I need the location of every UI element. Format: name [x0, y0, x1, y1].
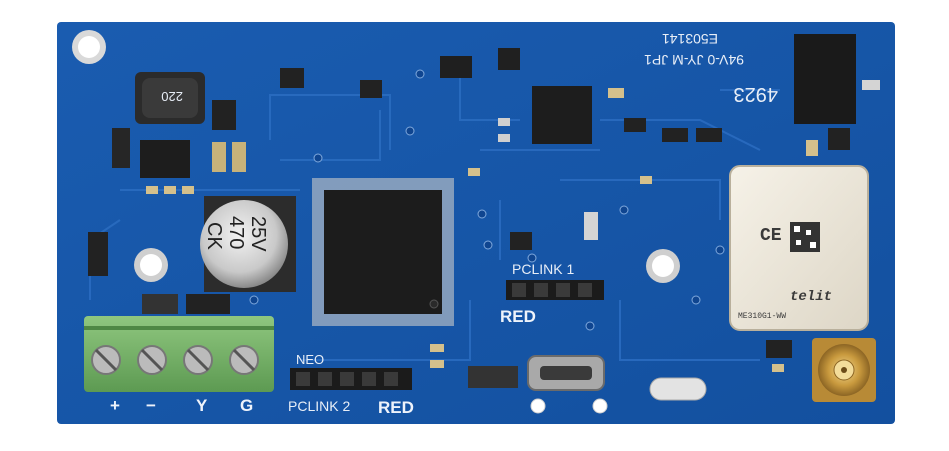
terminal-label-y: Y	[196, 396, 208, 415]
smd-components-bottom	[142, 294, 792, 372]
micro-usb-port[interactable]	[527, 355, 608, 414]
inductor: 220	[135, 72, 205, 124]
red-label-left: RED	[378, 398, 414, 417]
terminal-label-plus: +	[110, 396, 120, 415]
terminal-label-g: G	[240, 396, 253, 415]
svg-text:CK: CK	[203, 222, 225, 250]
smd-components-center	[280, 48, 880, 250]
pclink2-label: PCLINK 2	[288, 398, 350, 414]
board-code: 4923	[734, 83, 779, 105]
svg-text:telit: telit	[790, 289, 832, 305]
terminal-label-minus: −	[146, 396, 156, 415]
neo-label: NEO	[296, 352, 324, 367]
microcontroller-chip	[312, 178, 454, 326]
svg-text:220: 220	[161, 89, 183, 104]
antenna-connector	[812, 338, 876, 402]
pclink1-header[interactable]	[506, 280, 604, 300]
red-label-right: RED	[500, 307, 536, 326]
svg-text:25V: 25V	[247, 216, 269, 252]
flash-chip	[794, 34, 856, 124]
slot-pad	[649, 377, 707, 401]
fuse	[468, 366, 518, 388]
terminal-block[interactable]	[84, 316, 274, 392]
svg-text:E503141: E503141	[662, 31, 718, 47]
smd-components-left	[88, 100, 246, 276]
pclink2-header[interactable]	[290, 368, 412, 390]
certification-marking: 94V-0 JY-M JP1 E503141	[644, 31, 744, 68]
modem-module: CE telit ME310G1-WW	[729, 165, 869, 331]
electrolytic-capacitor: 25V 470 CK	[200, 196, 296, 292]
svg-text:ME310G1-WW: ME310G1-WW	[738, 312, 786, 321]
pclink1-label: PCLINK 1	[512, 261, 574, 277]
svg-text:CE: CE	[760, 226, 782, 246]
svg-text:94V-0 JY-M JP1: 94V-0 JY-M JP1	[644, 52, 744, 68]
svg-text:470: 470	[225, 216, 247, 249]
mounting-holes	[72, 30, 680, 283]
